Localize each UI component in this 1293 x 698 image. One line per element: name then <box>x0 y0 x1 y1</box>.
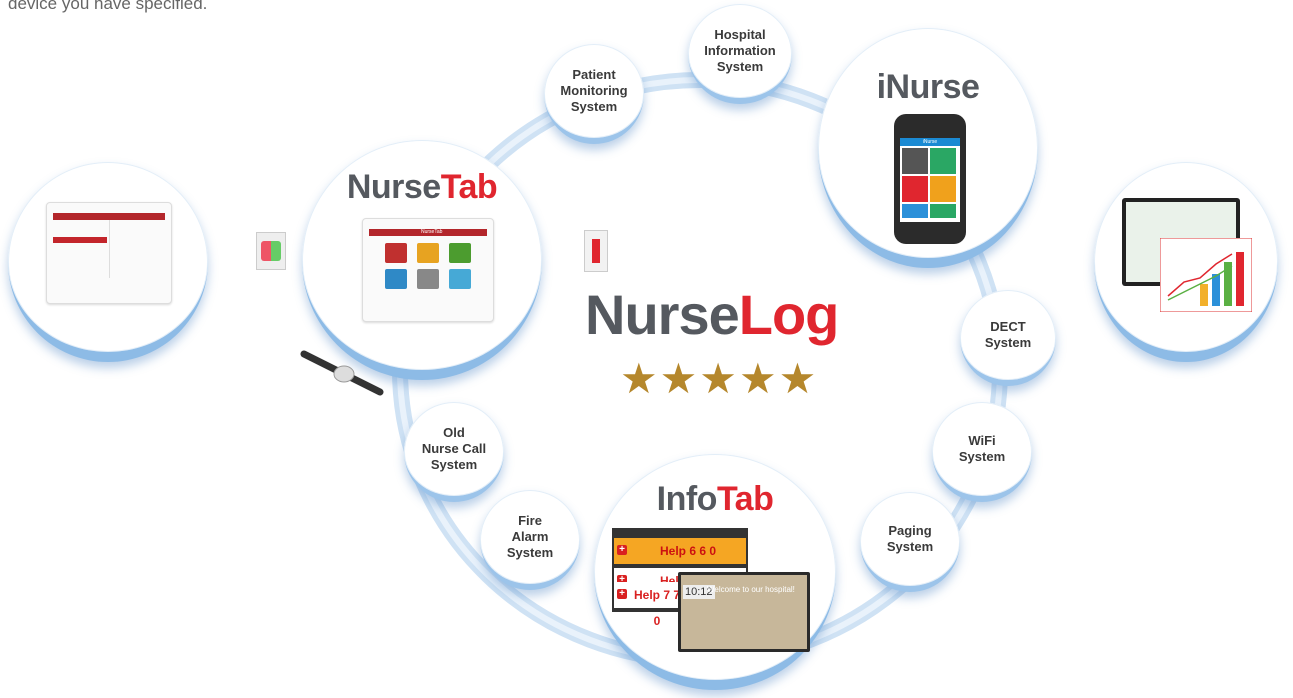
dect-label: DECT System <box>984 319 1032 350</box>
inurse-app-title: iNurse <box>900 138 960 146</box>
statistics-node[interactable] <box>1094 162 1278 362</box>
hospital-information-node[interactable]: Hospital Information System <box>688 4 792 104</box>
phone-device-image: iNurse <box>894 114 966 244</box>
infotab-title-part2: Tab <box>716 480 774 518</box>
rating-stars: ★★★★★ <box>620 355 819 402</box>
nurselog-title-part1: Nurse <box>585 283 740 346</box>
nursetab-device-image: NurseTab <box>362 218 494 322</box>
wristband-device-icon <box>300 350 384 396</box>
nurselog-title: NurseLog <box>585 282 840 347</box>
nursetab-node[interactable]: NurseTab NurseTab <box>302 140 542 380</box>
chart-image <box>1160 238 1252 312</box>
help-row: Help 7 7 0 <box>614 582 684 628</box>
infotab-title-part1: Info <box>656 480 718 518</box>
wifi-node[interactable]: WiFi System <box>932 402 1032 502</box>
intro-text: device you have specified. <box>8 0 208 13</box>
infotab-clock: 10:12 <box>683 585 715 599</box>
infotab-screen-front: 10:12 Welcome to our hospital! <box>678 572 810 652</box>
wifi-label: WiFi System <box>958 433 1006 464</box>
nurselog-title-part2: Log <box>738 283 840 346</box>
inurse-title: iNurse <box>876 68 980 106</box>
tablet-device-image <box>46 202 172 304</box>
help-row: Help 6 6 0 <box>614 538 746 564</box>
paging-node[interactable]: Paging System <box>860 492 960 592</box>
inurse-node[interactable]: iNurse iNurse <box>818 28 1038 268</box>
infotab-welcome: Welcome to our hospital! <box>707 585 795 594</box>
infotab-node[interactable]: InfoTab Help 6 6 0 Help 8 8 0 Help 7 7 0… <box>594 454 836 690</box>
pull-cord-device-icon <box>584 230 608 272</box>
hospital-information-label: Hospital Information System <box>704 27 776 74</box>
nursetab-title-part1: Nurse <box>346 168 441 206</box>
nursetab-title-part2: Tab <box>440 168 498 206</box>
dect-node[interactable]: DECT System <box>960 290 1056 386</box>
call-button-device-icon <box>256 232 286 270</box>
paging-label: Paging System <box>886 523 934 554</box>
nursetab-screen-title: NurseTab <box>421 229 443 235</box>
old-nurse-call-node[interactable]: Old Nurse Call System <box>404 402 504 502</box>
patient-monitoring-node[interactable]: Patient Monitoring System <box>544 44 644 144</box>
left-tablet-node[interactable] <box>8 162 208 362</box>
patient-monitoring-label: Patient Monitoring System <box>560 67 628 114</box>
fire-alarm-node[interactable]: Fire Alarm System <box>480 490 580 590</box>
old-nurse-call-label: Old Nurse Call System <box>421 425 487 472</box>
fire-alarm-label: Fire Alarm System <box>506 513 554 560</box>
